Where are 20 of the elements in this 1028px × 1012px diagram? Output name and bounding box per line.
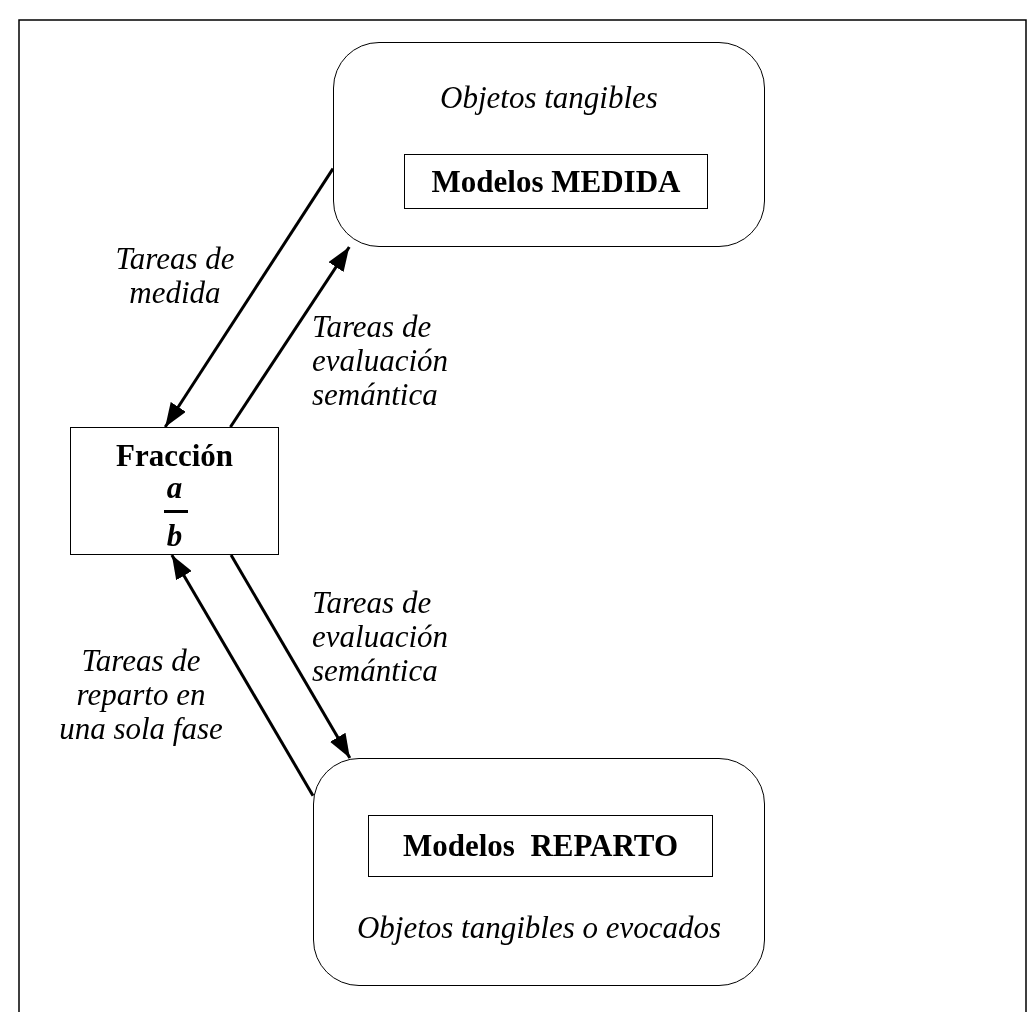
model-box bbox=[404, 154, 708, 209]
box-label: Modelos MEDIDA bbox=[430, 164, 682, 199]
numerator: a bbox=[165, 471, 184, 505]
edge-label: Tareas de evaluación semántica bbox=[312, 310, 449, 412]
fraction-box bbox=[70, 427, 279, 555]
rounded-box bbox=[313, 758, 765, 986]
denominator: b bbox=[165, 519, 184, 553]
box-title: Fracción bbox=[114, 439, 235, 473]
arrow bbox=[229, 554, 352, 759]
rounded-box bbox=[333, 42, 765, 247]
edge-label: Tareas de evaluación semántica bbox=[312, 586, 449, 688]
edge-label: Tareas de medida bbox=[114, 242, 236, 310]
box-label: Modelos REPARTO bbox=[401, 829, 680, 863]
box-heading: Objetos tangibles o evocados bbox=[355, 911, 723, 945]
box-heading: Objetos tangibles bbox=[439, 81, 659, 115]
arrow bbox=[163, 167, 335, 428]
model-box bbox=[368, 815, 713, 877]
edge-label: Tareas de reparto en una sola fase bbox=[58, 644, 224, 746]
arrow bbox=[170, 554, 315, 797]
arrow bbox=[229, 246, 351, 428]
